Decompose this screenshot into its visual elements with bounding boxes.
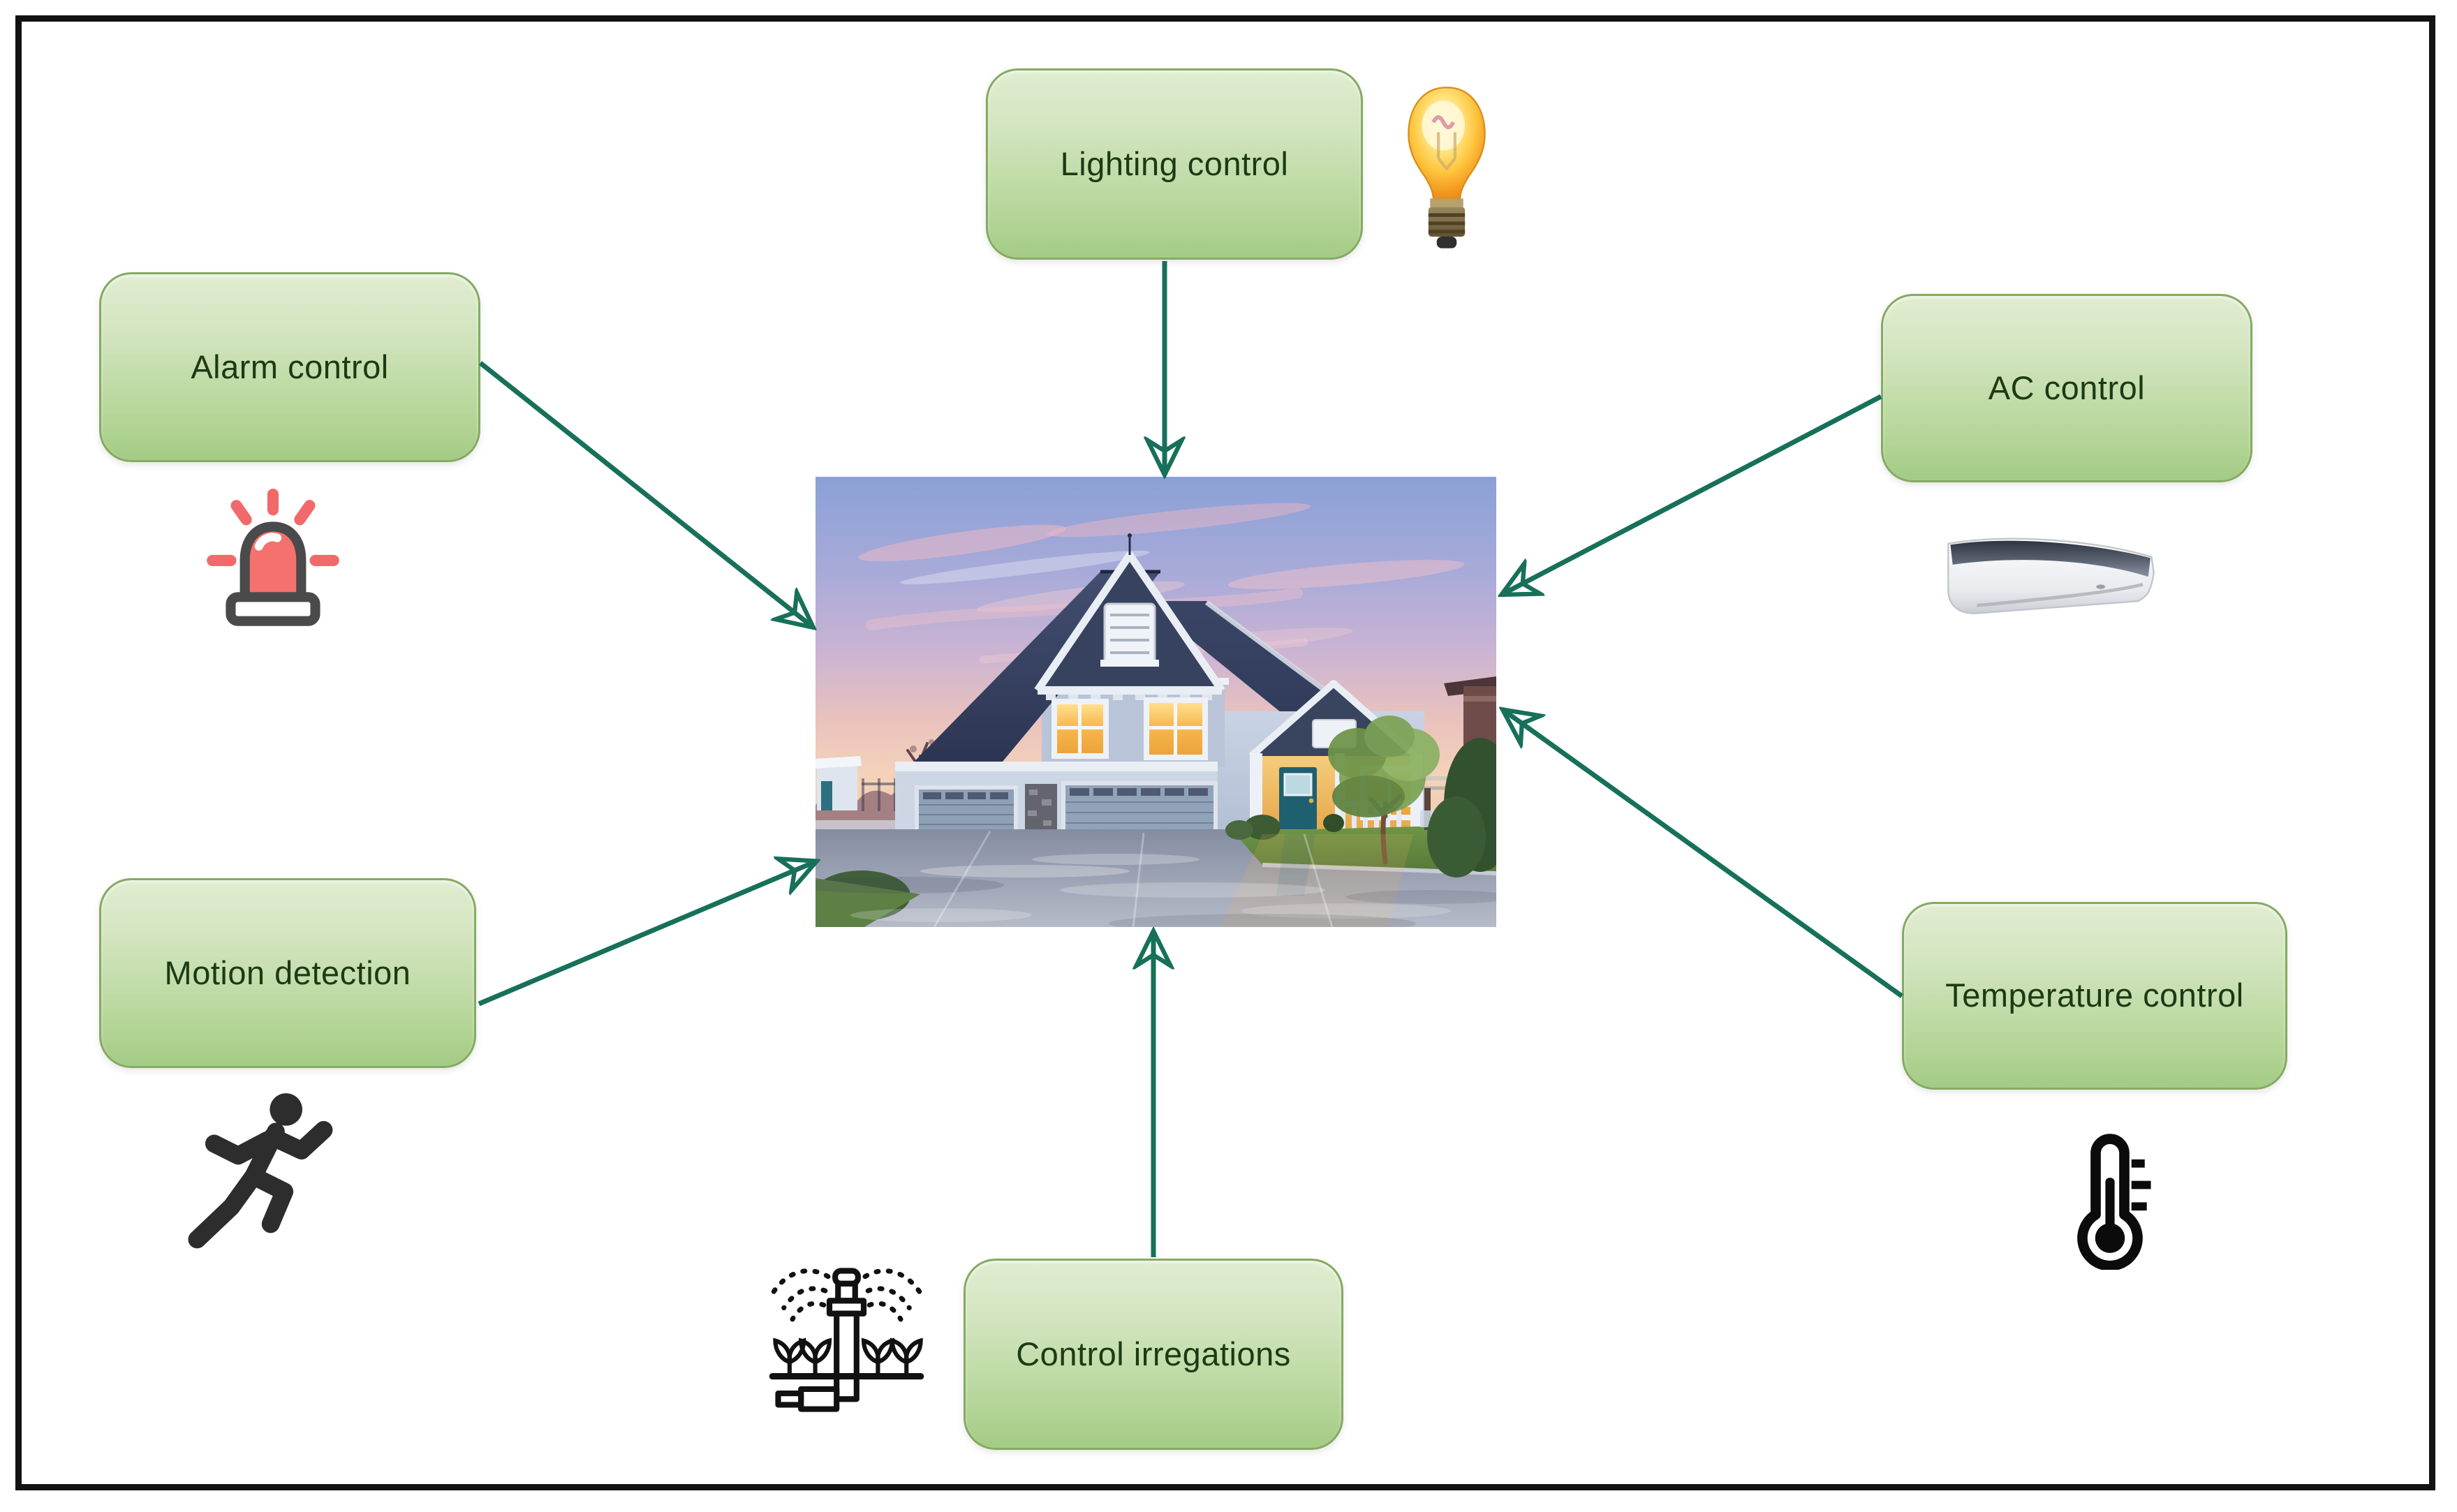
node-control-irregations: Control irregations bbox=[964, 1259, 1343, 1450]
smart-home-house-photo bbox=[592, 477, 1517, 937]
node-temperature-control-label: Temperature control bbox=[1945, 977, 2244, 1014]
node-ac-control: AC control bbox=[1881, 294, 2252, 482]
node-ac-control-label: AC control bbox=[1988, 369, 2146, 406]
node-lighting-control: Lighting control bbox=[986, 68, 1363, 260]
node-control-irregations-label: Control irregations bbox=[1016, 1335, 1291, 1372]
node-motion-detection: Motion detection bbox=[99, 878, 476, 1068]
node-alarm-control: Alarm control bbox=[99, 272, 480, 462]
node-motion-detection-label: Motion detection bbox=[164, 954, 411, 991]
running-person-icon bbox=[188, 1093, 333, 1249]
light-bulb-icon bbox=[1408, 87, 1486, 249]
thermometer-icon bbox=[2077, 1134, 2151, 1270]
node-temperature-control: Temperature control bbox=[1902, 902, 2287, 1090]
node-lighting-control-label: Lighting control bbox=[1060, 144, 1289, 182]
node-alarm-control-label: Alarm control bbox=[191, 348, 389, 385]
house-illustration bbox=[592, 477, 1517, 937]
sprinkler-icon bbox=[769, 1268, 924, 1412]
alarm-siren-icon bbox=[207, 489, 339, 626]
air-conditioner-icon bbox=[1947, 538, 2155, 614]
